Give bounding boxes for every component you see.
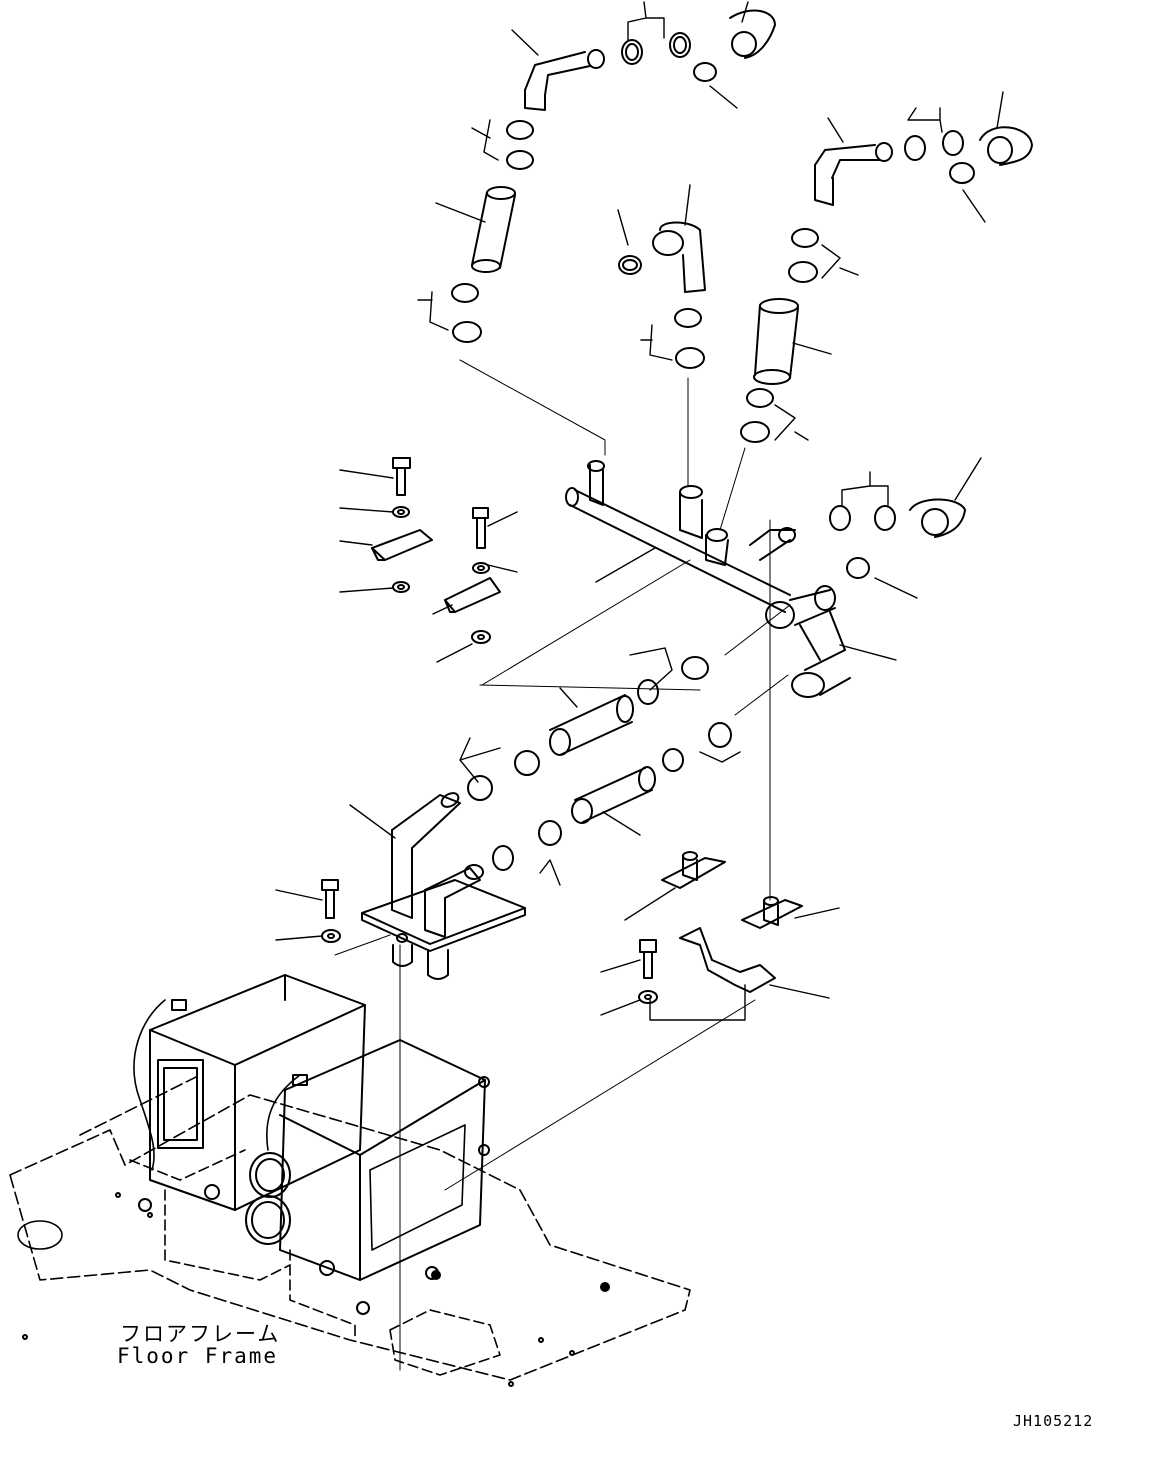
- bolt: [321, 457, 657, 979]
- hose-clamp: [451, 32, 975, 871]
- callout-leaders: [275, 1, 1004, 1021]
- heater-unit-left: [129, 974, 366, 1281]
- pipe-support: [661, 851, 803, 929]
- valve-plate: [361, 792, 526, 980]
- heater-unit-right: [245, 1039, 490, 1341]
- drawing-id: JH105212: [1013, 1412, 1094, 1430]
- assembly-lines: [334, 359, 791, 1371]
- hose: [471, 186, 799, 824]
- bracket: [371, 529, 776, 993]
- floor-frame-label-jp: フロアフレーム: [120, 1322, 281, 1346]
- floor-frame: [9, 1074, 691, 1387]
- floor-frame-label-en: Floor Frame: [117, 1344, 279, 1368]
- elbow-hose: [524, 9, 1033, 538]
- header-pipe: [565, 460, 851, 698]
